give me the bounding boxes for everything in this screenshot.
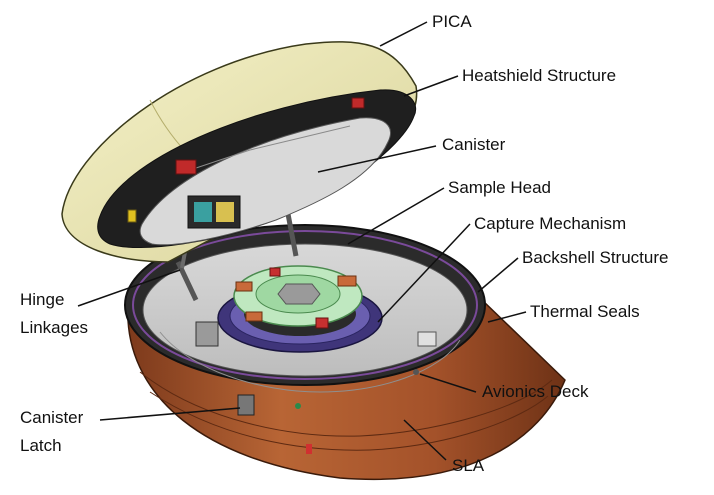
thermal-seal-ring <box>132 230 478 380</box>
sla-band <box>139 371 553 437</box>
label-sample-head: Sample Head <box>448 178 552 197</box>
leader-sla <box>403 419 447 461</box>
label-thermal-seals: Thermal Seals <box>530 302 640 321</box>
sample-head-pad <box>235 281 253 292</box>
canister-wall <box>195 125 351 169</box>
leader-backshell-structure <box>477 257 519 293</box>
label-capture-mechanism: Capture Mechanism <box>474 214 627 233</box>
label-hinge-line2: Linkages <box>20 318 89 337</box>
leader-pica <box>379 21 428 47</box>
hinge-linkage <box>175 260 199 302</box>
label-avionics-deck: Avionics Deck <box>482 382 589 401</box>
leader-lines <box>77 21 527 461</box>
sla-band <box>149 391 549 451</box>
canister-electronics <box>194 202 212 222</box>
sla-tag <box>306 444 312 454</box>
deck-fastener <box>413 369 419 375</box>
deck-box <box>417 331 437 347</box>
canister-electronics <box>216 202 234 222</box>
leader-avionics-deck <box>419 373 477 393</box>
deck-inner-wall <box>159 331 461 393</box>
sample-head-pad <box>245 311 263 322</box>
label-sla: SLA <box>452 456 485 475</box>
label-latch-line2: Latch <box>20 436 62 455</box>
sample-head-center <box>277 283 321 305</box>
leader-canister <box>317 145 437 173</box>
leader-heatshield-structure <box>403 75 459 97</box>
label-backshell-structure: Backshell Structure <box>522 248 669 267</box>
leader-hinge-linkages <box>77 269 181 307</box>
canister-latch-part <box>237 394 255 416</box>
deck-box <box>195 321 219 347</box>
hinge-linkage <box>285 213 299 257</box>
canister-red-part <box>175 159 197 175</box>
leader-thermal-seals <box>487 311 527 323</box>
deck-fastener <box>295 403 301 409</box>
sample-head-pad <box>315 317 329 329</box>
leader-canister-latch <box>99 407 241 421</box>
label-pica: PICA <box>432 12 472 31</box>
canister-yellow-part <box>127 209 137 223</box>
leader-sample-head <box>347 187 445 245</box>
label-canister: Canister <box>442 135 506 154</box>
sample-head-pad <box>337 275 357 287</box>
label-latch-line1: Canister <box>20 408 84 427</box>
label-hinge-line1: Hinge <box>20 290 65 309</box>
sample-head-pad <box>269 267 281 277</box>
leader-capture-mechanism <box>377 223 471 323</box>
label-heatshield-structure: Heatshield Structure <box>462 66 617 85</box>
canister-red-part <box>351 97 365 109</box>
